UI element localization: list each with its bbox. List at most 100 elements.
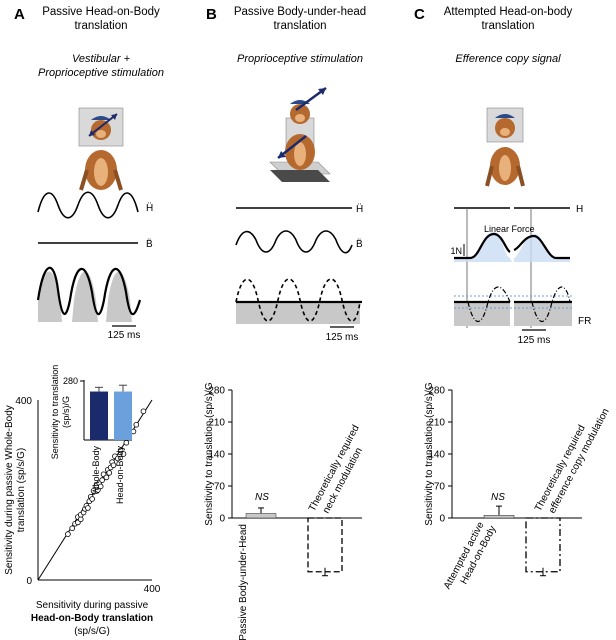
force-variance-c-2	[514, 233, 570, 262]
panel-a-subtitle-line-1: Vestibular +	[72, 53, 131, 65]
panel-b-title-line-2: translation	[273, 20, 326, 32]
y-tick-label: 140	[208, 450, 225, 461]
inset-bars	[90, 384, 132, 440]
y-tick-label: 280	[428, 386, 445, 397]
inset-category-head-on-body: Head-on-Body	[115, 446, 125, 505]
theoretical-bar	[525, 517, 561, 573]
head-accel-label-b: Ḧ	[356, 203, 363, 215]
bar-c-bars	[483, 505, 561, 577]
firing-rate-fill-c-1	[454, 302, 510, 326]
head-accel-label-a: Ḧ	[146, 202, 153, 214]
inset-bar-head-on-body	[114, 391, 132, 440]
panel-c-title-line-2: translation	[481, 20, 534, 32]
body-accel-label-b: B̈	[356, 237, 363, 250]
y-tick-label: 140	[428, 450, 445, 461]
inset-tick-top-label: 280	[63, 376, 78, 386]
inset-bar-whole-body	[90, 391, 108, 440]
panel-a-letter: A	[14, 6, 25, 23]
body-accel-trace-b	[235, 230, 353, 254]
model-prediction-trace-b	[235, 278, 361, 323]
fr-label: FR	[578, 316, 591, 327]
bar-c-model-label-line-2: efference copy modulation	[547, 407, 612, 516]
scale-bar-label-c: 125 ms	[518, 335, 551, 346]
panel-b: B Passive Body-under-head translation Pr…	[204, 6, 366, 640]
scatter-point	[77, 516, 84, 523]
model-prediction-trace-c-1	[467, 286, 511, 323]
scatter-point	[85, 505, 91, 511]
scatter-point	[103, 474, 110, 481]
scatter-point	[123, 439, 130, 446]
panel-b-title-line-1: Passive Body-under-head	[234, 6, 366, 18]
scatter-x-label-line-2: Head-on-Body translation	[31, 613, 153, 624]
scatter-point	[69, 525, 75, 532]
inset-y-label-line-2: (sp/s)/G	[61, 396, 71, 428]
bar-b-ns-label: NS	[255, 492, 269, 503]
theoretical-bar	[307, 517, 343, 573]
head-accel-trace-a	[37, 191, 139, 219]
bar-b-category-label: Passive Body-under-Head	[238, 524, 249, 640]
force-trace-c-2	[513, 234, 570, 260]
scatter-x-label-line-1: Sensitivity during passive	[36, 600, 149, 611]
scatter-y-tick-max: 400	[15, 396, 32, 407]
y-tick-label: 210	[428, 418, 445, 429]
panel-c-title-line-1: Attempted Head-on-body	[444, 6, 573, 18]
scatter-point	[140, 408, 147, 415]
y-tick-label: 70	[214, 482, 226, 493]
scatter-y-tick-zero: 0	[26, 576, 32, 587]
scale-bar-label-b: 125 ms	[326, 332, 359, 343]
y-tick-label: 0	[219, 514, 225, 525]
inset-bar-chart: 280 Sensitivity to translation (sp/s)/G …	[50, 365, 132, 504]
panel-c-letter: C	[414, 6, 425, 23]
scatter-points	[65, 408, 147, 537]
panel-b-letter: B	[206, 6, 217, 23]
firing-rate-fill-b	[236, 302, 360, 324]
scatter-y-label-line-2: translation (sp/s/G)	[16, 448, 27, 532]
panel-a-title-line-2: translation	[74, 20, 127, 32]
scatter-point	[97, 483, 104, 490]
panel-a-subtitle-line-2: Proprioceptive stimulation	[38, 67, 164, 79]
y-tick-label: 210	[208, 418, 225, 429]
monkey-illustration-a	[78, 107, 124, 191]
monkey-illustration-c	[485, 107, 525, 187]
force-variance-c-1	[454, 232, 512, 262]
bar-b-bars	[245, 507, 343, 577]
force-scale-label: 1N	[450, 246, 462, 256]
y-tick-label: 70	[434, 482, 446, 493]
scatter-point	[89, 496, 95, 502]
panel-c-subtitle: Efference copy signal	[455, 53, 561, 65]
head-label-c: H	[576, 204, 583, 215]
panel-a: A Passive Head-on-Body translation Vesti…	[4, 6, 164, 637]
firing-rate-fill-c-2	[514, 302, 572, 326]
y-tick-label: 0	[439, 514, 445, 525]
panel-c: C Attempted Head-on-body translation Eff…	[414, 6, 612, 591]
scatter-plot: 400 0 400 Sensitivity during passive Hea…	[4, 396, 161, 637]
scatter-x-tick-max: 400	[144, 584, 161, 595]
scatter-point	[106, 470, 113, 476]
bar-c-y-label: Sensitivity to translation (sp/s)/G	[424, 382, 435, 526]
body-accel-label-a: B̈	[146, 237, 153, 250]
traces-b: Ḧ B̈ 125 ms	[235, 203, 363, 343]
scatter-point	[117, 447, 124, 454]
monkey-illustration-b	[269, 86, 331, 182]
scatter-point	[133, 421, 140, 428]
scatter-point	[120, 451, 127, 457]
bar-c-ns-label: NS	[491, 492, 505, 503]
inset-y-label-line-1: Sensitivity to translation	[50, 365, 60, 460]
panel-a-title-line-1: Passive Head-on-Body	[42, 6, 160, 18]
bar-c-ticks: 280 210 140 70 0	[428, 386, 452, 525]
inset-category-whole-body: Whole-Body	[91, 446, 101, 496]
traces-c: H 1N Linear Force FR 125 ms	[450, 204, 591, 346]
bar-chart-c: 280 210 140 70 0 Sensitivity to translation …	[424, 382, 612, 591]
scatter-point	[65, 531, 71, 537]
observed-bar	[483, 515, 515, 519]
traces-a: Ḧ B̈ 125 ms	[36, 191, 153, 341]
firing-rate-fill-a	[38, 271, 140, 322]
force-label: Linear Force	[484, 224, 535, 234]
observed-bar	[245, 513, 277, 519]
scatter-point	[99, 477, 105, 483]
scatter-point	[95, 487, 101, 493]
scale-bar-label-a: 125 ms	[108, 330, 141, 341]
